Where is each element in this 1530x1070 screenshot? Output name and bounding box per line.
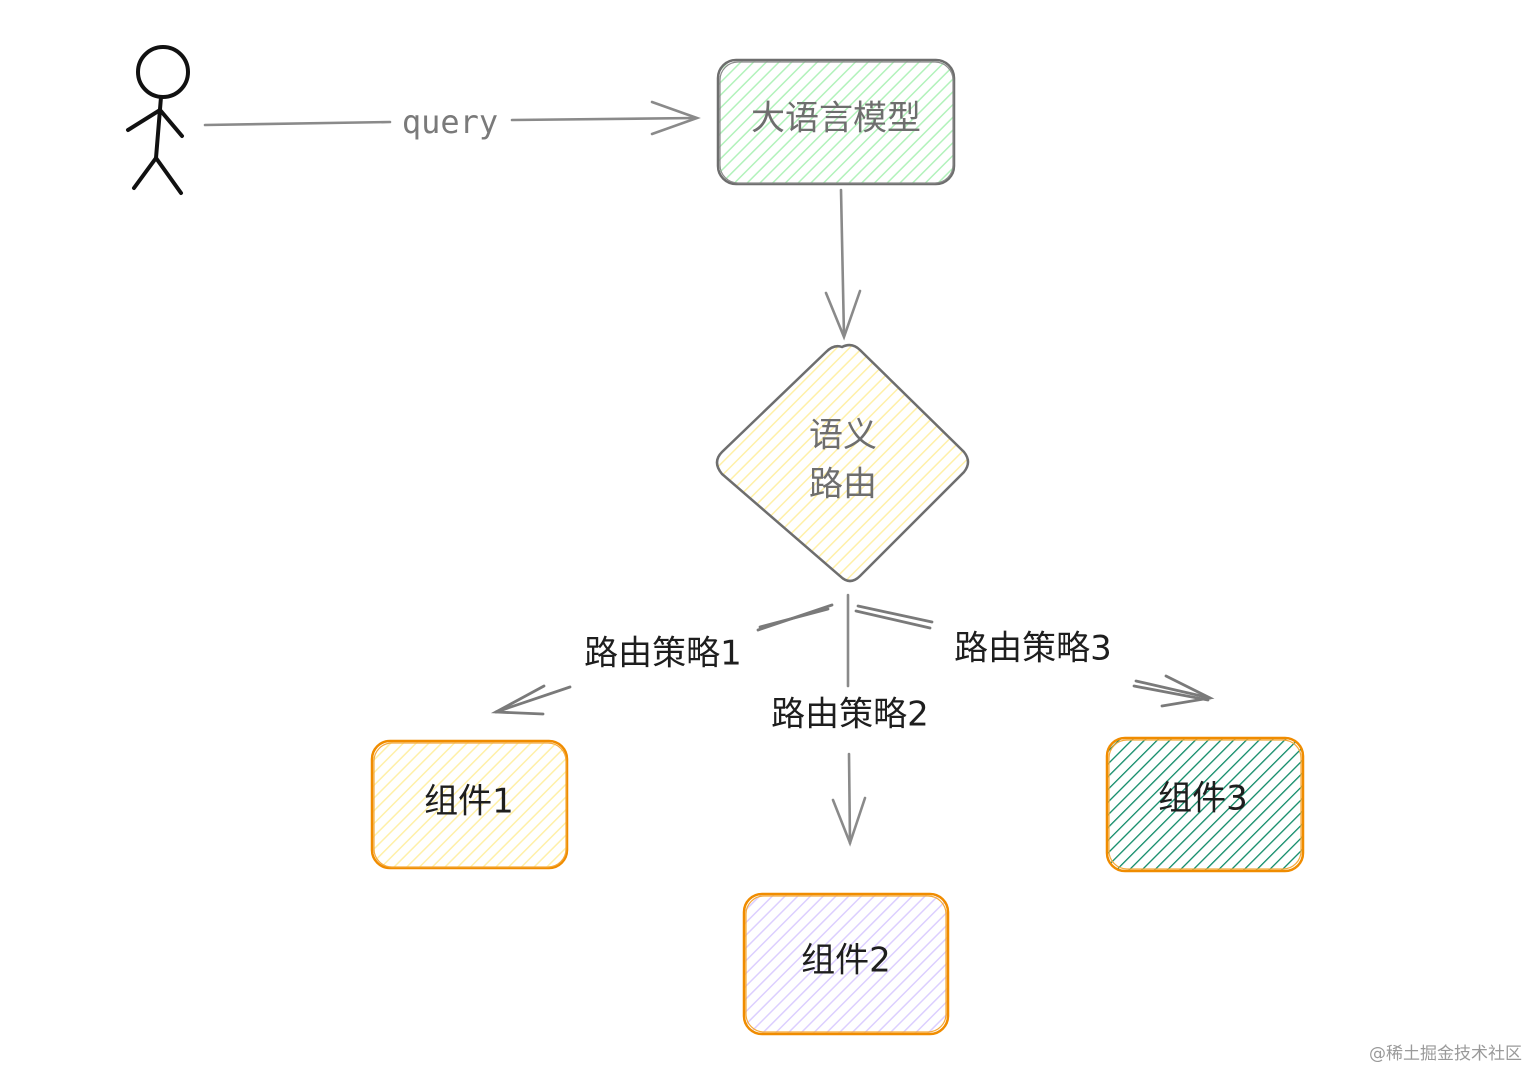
router-label-line1: 语义	[809, 416, 877, 456]
strategy1-label: 路由策略1	[584, 634, 742, 674]
llm-label: 大语言模型	[751, 99, 921, 139]
component2-node	[742, 892, 950, 1036]
query-arrow	[203, 100, 701, 136]
component2-label: 组件2	[801, 941, 891, 981]
strategy3-arrow	[854, 604, 1215, 708]
component3-node	[1105, 736, 1305, 873]
semantic-router-node	[715, 343, 970, 583]
component1-node	[370, 739, 569, 870]
component3-label: 组件3	[1158, 779, 1248, 819]
strategy2-label: 路由策略2	[771, 695, 929, 735]
llm-to-router-arrow	[824, 188, 862, 341]
user-stick-figure-icon	[126, 45, 190, 195]
component1-label: 组件1	[424, 782, 514, 822]
query-label: query	[402, 103, 498, 141]
strategy3-label: 路由策略3	[954, 629, 1112, 669]
router-label-line2: 路由	[809, 465, 877, 505]
strategy2-arrow	[831, 593, 867, 847]
watermark: @稀土掘金技术社区	[1369, 1044, 1522, 1064]
llm-node	[716, 58, 956, 186]
strategy1-arrow	[490, 603, 834, 716]
